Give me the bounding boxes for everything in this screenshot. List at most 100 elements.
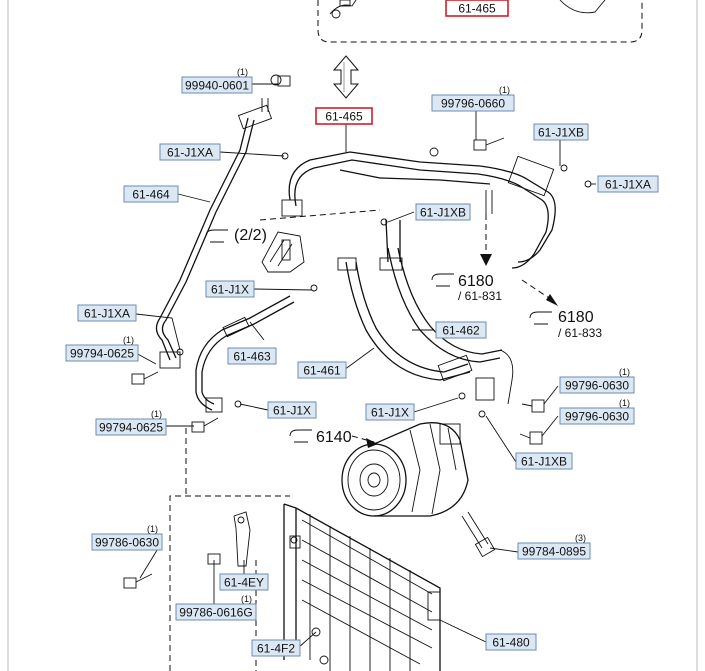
part-label-box — [227, 347, 277, 365]
part-label-bracket-4ey[interactable]: 61-4EY — [219, 573, 269, 591]
part-label-bolt-99796-0660[interactable]: 99796-0660 (1) — [431, 85, 515, 112]
part-label-box — [219, 573, 269, 591]
quantity-text: (1) — [123, 335, 134, 345]
ref-6180-a-sub: / 61-831 — [458, 289, 502, 303]
part-label-box — [77, 304, 137, 322]
part-number-text: 61-465 — [325, 110, 363, 124]
part-label-oring-j1xa-low[interactable]: 61-J1XA — [77, 304, 137, 322]
part-label-oring-j1x-2[interactable]: 61-J1X — [267, 401, 317, 419]
part-label-box — [65, 344, 139, 362]
part-label-pipe-464[interactable]: 61-464 — [123, 185, 179, 203]
part-label-main-ref[interactable]: 61-465 — [315, 107, 373, 125]
part-number-text: 61-480 — [492, 636, 530, 650]
quantity-text: (1) — [147, 524, 158, 534]
pointing-hand-icon — [431, 273, 454, 287]
part-number-text: 99796-0630 — [565, 379, 629, 393]
part-label-top-ref[interactable]: 61-465 — [445, 0, 509, 17]
quantity-text: (1) — [241, 594, 252, 604]
pipe-61-463 — [195, 284, 318, 413]
part-number-text: 61-463 — [233, 350, 271, 364]
quantity-text: (1) — [619, 398, 630, 408]
part-label-box — [95, 418, 167, 436]
part-label-bolt-99794-b[interactable]: 99794-0625(1) — [95, 409, 167, 436]
part-number-text: 61-4EY — [224, 576, 264, 590]
part-number-text: 99796-0630 — [565, 410, 629, 424]
part-number-text: 99940-0601 — [185, 79, 249, 93]
part-label-box — [175, 603, 257, 621]
part-label-pipe-463[interactable]: 61-463 — [227, 347, 277, 365]
part-number-text: 61-J1XB — [538, 126, 584, 140]
part-label-bolt-99786-0630[interactable]: 99786-0630 (1) — [91, 524, 163, 551]
part-label-bolt-99784[interactable]: 99784-0895(3) — [517, 533, 591, 560]
ref-6140[interactable]: 6140 — [289, 429, 352, 446]
part-number-text: 99786-0616G — [179, 606, 252, 620]
part-number-text: 61-462 — [442, 324, 480, 338]
part-number-text: 99784-0895 — [522, 545, 586, 559]
ref-6140-text: 6140 — [316, 429, 352, 446]
part-label-cond-480[interactable]: 61-480 — [485, 633, 537, 651]
condenser-61-480 — [283, 503, 441, 671]
part-label-oring-j1xa-left[interactable]: 61-J1XA — [159, 143, 221, 161]
quantity-text: (1) — [499, 85, 510, 95]
inset-dashed-box — [317, 0, 643, 43]
bracket-clip — [261, 231, 305, 273]
part-label-part-4f2[interactable]: 61-4F2 — [251, 639, 301, 657]
part-number-text: 61-461 — [303, 364, 341, 378]
part-number-text: 61-J1XA — [167, 146, 213, 160]
part-label-box — [559, 407, 635, 425]
reference-arrows — [351, 214, 558, 448]
part-label-bolt-99796-0630-b[interactable]: 99796-0630 (1) — [559, 398, 635, 425]
part-label-box — [365, 403, 415, 421]
part-number-text: 61-J1XA — [605, 178, 651, 192]
part-label-box — [297, 361, 347, 379]
pointing-hand-icon — [205, 229, 228, 243]
part-label-box — [181, 76, 253, 94]
ref-6180-b-sub: / 61-833 — [558, 326, 602, 340]
inset-parts-sketch — [329, 0, 606, 19]
part-label-oring-j1xa-right[interactable]: 61-J1XA — [597, 175, 659, 193]
double-arrow-icon — [332, 55, 360, 99]
part-label-bolt-99940[interactable]: 99940-0601(1) — [181, 67, 253, 94]
bolt-icons — [123, 75, 545, 665]
part-label-box — [485, 633, 537, 651]
part-number-text: 61-J1XB — [420, 206, 466, 220]
part-number-text: 61-J1X — [273, 404, 311, 418]
pipe-61-465 — [281, 147, 556, 269]
part-number-text: 99796-0660 — [441, 97, 505, 111]
part-label-oring-j1xb-top[interactable]: 61-J1XB — [533, 123, 589, 141]
part-number-text: 61-J1X — [371, 406, 409, 420]
quantity-text: (1) — [619, 367, 630, 377]
part-label-box — [445, 0, 509, 17]
part-label-box — [517, 542, 591, 560]
part-label-oring-j1xb-mid[interactable]: 61-J1XB — [415, 203, 471, 221]
compressor-unit — [341, 422, 469, 517]
part-label-box — [123, 185, 179, 203]
bracket-61-4ey — [233, 511, 251, 567]
ref-6180-a-text: 6180 — [458, 273, 494, 290]
part-label-box — [315, 107, 373, 125]
part-number-text: 61-465 — [458, 2, 496, 16]
part-label-bolt-99794-a[interactable]: 99794-0625(1) — [65, 335, 139, 362]
part-number-text: 99786-0630 — [95, 536, 159, 550]
ref-6180-a[interactable]: 6180 / 61-831 — [431, 273, 502, 303]
part-label-oring-j1x-3[interactable]: 61-J1X — [365, 403, 415, 421]
part-label-bolt-99786-0616[interactable]: 99786-0616G (1) — [175, 594, 257, 621]
part-label-oring-j1x-1[interactable]: 61-J1X — [205, 280, 255, 298]
pipe-61-464 — [155, 74, 289, 369]
part-label-box — [267, 401, 317, 419]
part-label-box — [533, 123, 589, 141]
part-number-text: 99794-0625 — [99, 421, 163, 435]
ref-page-2-2[interactable]: (2/2) — [205, 227, 267, 244]
part-label-box — [205, 280, 255, 298]
ref-6180-b[interactable]: 6180 / 61-833 — [529, 309, 602, 340]
ref-page-text: (2/2) — [234, 227, 267, 244]
part-label-oring-j1xb-low[interactable]: 61-J1XB — [515, 452, 573, 470]
long-bolt — [461, 511, 496, 558]
part-number-text: 61-J1XB — [521, 455, 567, 469]
part-label-box — [515, 452, 573, 470]
part-label-box — [159, 143, 221, 161]
part-label-box — [431, 94, 515, 112]
part-label-hose-462[interactable]: 61-462 — [435, 321, 487, 339]
part-label-bolt-99796-0630-a[interactable]: 99796-0630 (1) — [559, 367, 635, 394]
part-label-hose-461[interactable]: 61-461 — [297, 361, 347, 379]
